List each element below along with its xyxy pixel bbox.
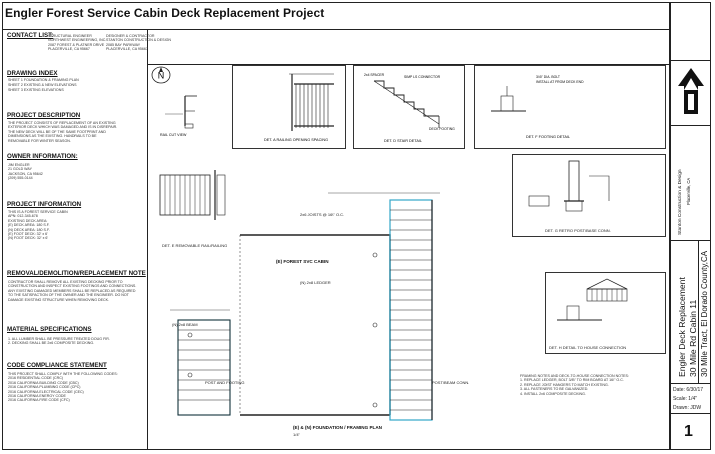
- retro-post-drawing: [528, 160, 610, 212]
- plan-note-3: (N) 2x8 BEAM: [172, 322, 198, 327]
- rail-elevation-box: [232, 65, 346, 149]
- title-block-rule-2: [670, 125, 711, 126]
- retro-post-title: DET. G RETRO POST/BASE CONN.: [545, 228, 611, 233]
- project-line-1: Engler Deck Replacement: [677, 277, 687, 377]
- project-description-text: THE PROJECT CONSISTS OF REPLACEMENT OF A…: [8, 121, 118, 143]
- drawing-index-row-2: SHEET 2 EXISTING & NEW ELEVATIONS: [8, 83, 77, 87]
- retro-post-detail-box: [512, 154, 666, 237]
- svg-text:3/4\" DIA. BOLT: 3/4\" DIA. BOLT: [536, 75, 560, 79]
- house-connection-box: [545, 272, 666, 354]
- svg-text:N: N: [158, 71, 165, 81]
- code-compliance-heading: CODE COMPLIANCE STATEMENT: [7, 362, 107, 369]
- date-field: Date: 6/30/17: [673, 387, 704, 393]
- drawing-index-heading: DRAWING INDEX: [7, 70, 58, 77]
- north-arrow-icon: N: [151, 66, 171, 84]
- stair-detail-box: [353, 65, 465, 149]
- drawing-sheet: [2, 2, 711, 450]
- company-logo-icon: [678, 68, 704, 114]
- removable-rail-title: DET. E REMOVABLE RAIL/RAILING: [162, 243, 228, 248]
- plan-scale: 1/4": [293, 432, 300, 437]
- company-location: Placerville, CA: [686, 177, 691, 205]
- rail-elevation-drawing: DET. A RAILING OPENING SPACING: [264, 73, 334, 142]
- railing-section-detail: RAIL CUT VIEW: [160, 95, 197, 137]
- drawing-title: Engler Forest Service Cabin Deck Replace…: [5, 6, 325, 20]
- left-column-divider: [147, 30, 148, 450]
- removal-note-heading: REMOVAL/DEMOLITION/REPLACEMENT NOTE: [7, 270, 146, 277]
- material-specs-heading: MATERIAL SPECIFICATIONS: [7, 326, 92, 333]
- title-block-rule-4: [670, 383, 711, 384]
- foundation-framing-plan: [170, 192, 440, 421]
- material-specs-text: 1. ALL LUMBER SHALL BE PRESSURE TREATED …: [8, 337, 110, 346]
- svg-text:INSTALL AT FROM DECK END: INSTALL AT FROM DECK END: [536, 80, 584, 84]
- framing-notes: FRAMING NOTES AND DECK-TO-HOUSE CONNECTI…: [520, 374, 629, 396]
- scale-field: Scale: 1/4": [673, 396, 698, 402]
- title-block-divider: [669, 2, 671, 450]
- project-information-heading: PROJECT INFORMATION: [7, 201, 82, 208]
- stair-detail-title: DET. D STAIR DETAIL: [384, 139, 422, 143]
- house-connection-title: DET. H DETAIL TO HOUSE CONNECTION: [549, 345, 627, 350]
- project-line-2: 30 Mile Rd Cabin 11: [688, 299, 698, 377]
- stair-detail-drawing: 2x4 SPACER SIMP LS CONNECTOR DECK FOOTIN…: [364, 73, 455, 143]
- title-block-inner-divider: [698, 240, 699, 383]
- plan-title: (E) & (N) FOUNDATION / FRAMING PLAN: [293, 425, 382, 430]
- removal-note-text: CONTRACTOR SHALL REMOVE ALL EXISTING DEC…: [8, 280, 137, 302]
- contact-list-heading: CONTACT LIST:: [7, 32, 54, 39]
- title-block-rule-1: [670, 60, 711, 61]
- plan-note-2: (N) 2x8 LEDGER: [300, 280, 331, 285]
- sheet-number: 1: [684, 423, 693, 440]
- drawing-index-row-1: SHEET 1 FOUNDATION & FRAMING PLAN: [8, 78, 79, 82]
- title-block-rule-5: [670, 413, 711, 414]
- owner-information-heading: OWNER INFORMATION:: [7, 153, 78, 160]
- header-bottom-rule: [147, 64, 669, 65]
- svg-text:DECK FOOTING: DECK FOOTING: [429, 127, 455, 131]
- title-block-rule-3: [670, 240, 711, 241]
- svg-text:DET. A RAILING OPENING SPACIN: DET. A RAILING OPENING SPACING: [264, 138, 328, 142]
- code-compliance-text: THIS PROJECT SHALL COMPLY WITH THE FOLLO…: [8, 372, 118, 403]
- footing-detail-box: [474, 65, 666, 149]
- cabin-label: (E) FOREST SVC CABIN: [276, 259, 329, 264]
- svg-text:RAIL CUT VIEW: RAIL CUT VIEW: [160, 133, 187, 137]
- plan-note-5: POST/BEAM CONN.: [432, 380, 470, 385]
- svg-text:SIMP LS CONNECTOR: SIMP LS CONNECTOR: [404, 75, 441, 79]
- plan-note-1: 2x6 JOISTS @ 16\" O.C.: [300, 212, 345, 217]
- project-line-3: 30 Mile Tract, El Dorado County,CA: [700, 250, 709, 377]
- drawing-index-row-3: SHEET 3 EXISTING ELEVATIONS: [8, 88, 64, 92]
- removable-rail-detail: [159, 170, 226, 220]
- svg-text:2x4 SPACER: 2x4 SPACER: [364, 73, 385, 77]
- company-name: Stanton Construction & Design: [678, 169, 683, 235]
- drawn-field: Drawn: JDW: [673, 405, 702, 411]
- plan-note-4: POST AND FOOTING: [205, 380, 245, 385]
- title-divider: [2, 29, 670, 30]
- svg-text:DET. F FOOTING DETAIL: DET. F FOOTING DETAIL: [526, 135, 570, 139]
- project-description-heading: PROJECT DESCRIPTION: [7, 112, 81, 119]
- footing-detail-drawing: 3/4\" DIA. BOLT INSTALL AT FROM DECK END…: [491, 75, 584, 139]
- house-connection-drawing: [557, 278, 628, 321]
